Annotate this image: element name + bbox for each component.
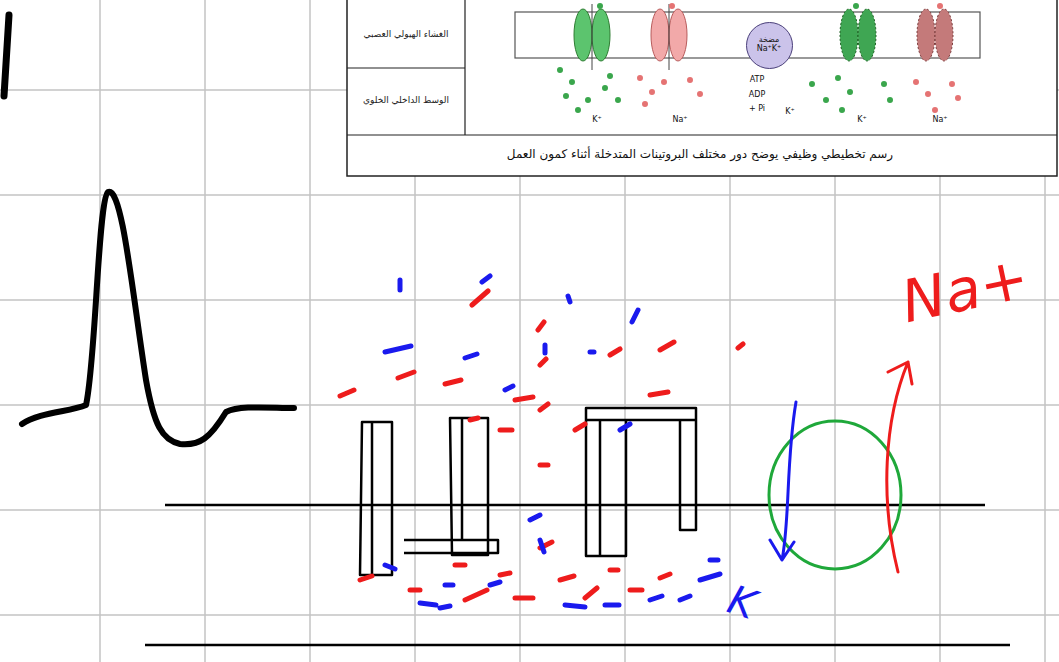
- k-channel: [592, 9, 610, 61]
- handwritten-ion: K: [722, 576, 761, 628]
- k-channel: [858, 9, 876, 61]
- na-channel: [935, 9, 953, 61]
- k-ions: [560, 6, 890, 110]
- k-arrow: [770, 402, 796, 560]
- channel-sketch: [360, 408, 696, 575]
- pump-circle: مضخة Na⁺K⁺: [746, 22, 793, 69]
- molecule-label: + Pi: [749, 104, 765, 113]
- na-arrow: [887, 362, 912, 572]
- na-ions-sketch: [340, 291, 743, 600]
- figure-caption: رسم تخطيطي وظيفي يوضح دور مختلف البروتين…: [507, 148, 893, 162]
- k-channel: [840, 9, 858, 61]
- molecule-label: ADP: [749, 90, 765, 99]
- na-ions: [640, 6, 958, 110]
- region-label: الغشاء الهيولي العصبي: [364, 29, 449, 39]
- region-label: الوسط الداخلي الخلوي: [363, 95, 449, 105]
- ion-label: Na⁺: [932, 115, 947, 124]
- ion-flow: [592, 4, 669, 70]
- ion-label: K⁺: [592, 115, 601, 124]
- molecule-label: ATP: [750, 75, 765, 84]
- na-channel: [651, 9, 669, 61]
- pump-label: مضخة Na⁺K⁺: [751, 36, 788, 54]
- ion-label: K⁺: [857, 115, 866, 124]
- k-ions-sketch: [385, 276, 720, 608]
- na-channel: [917, 9, 935, 61]
- membrane-lines: [145, 505, 1010, 645]
- action-potential-curve: [22, 192, 294, 445]
- figure-frame: [347, 0, 1057, 176]
- na-channel: [669, 9, 687, 61]
- ion-label: Na⁺: [672, 115, 687, 124]
- handwritten-ion: Na+: [896, 244, 1035, 336]
- pen-stroke: [4, 15, 9, 96]
- ion-label: K⁺: [785, 107, 794, 116]
- figure-rules: [347, 0, 1057, 135]
- k-channel: [574, 9, 592, 61]
